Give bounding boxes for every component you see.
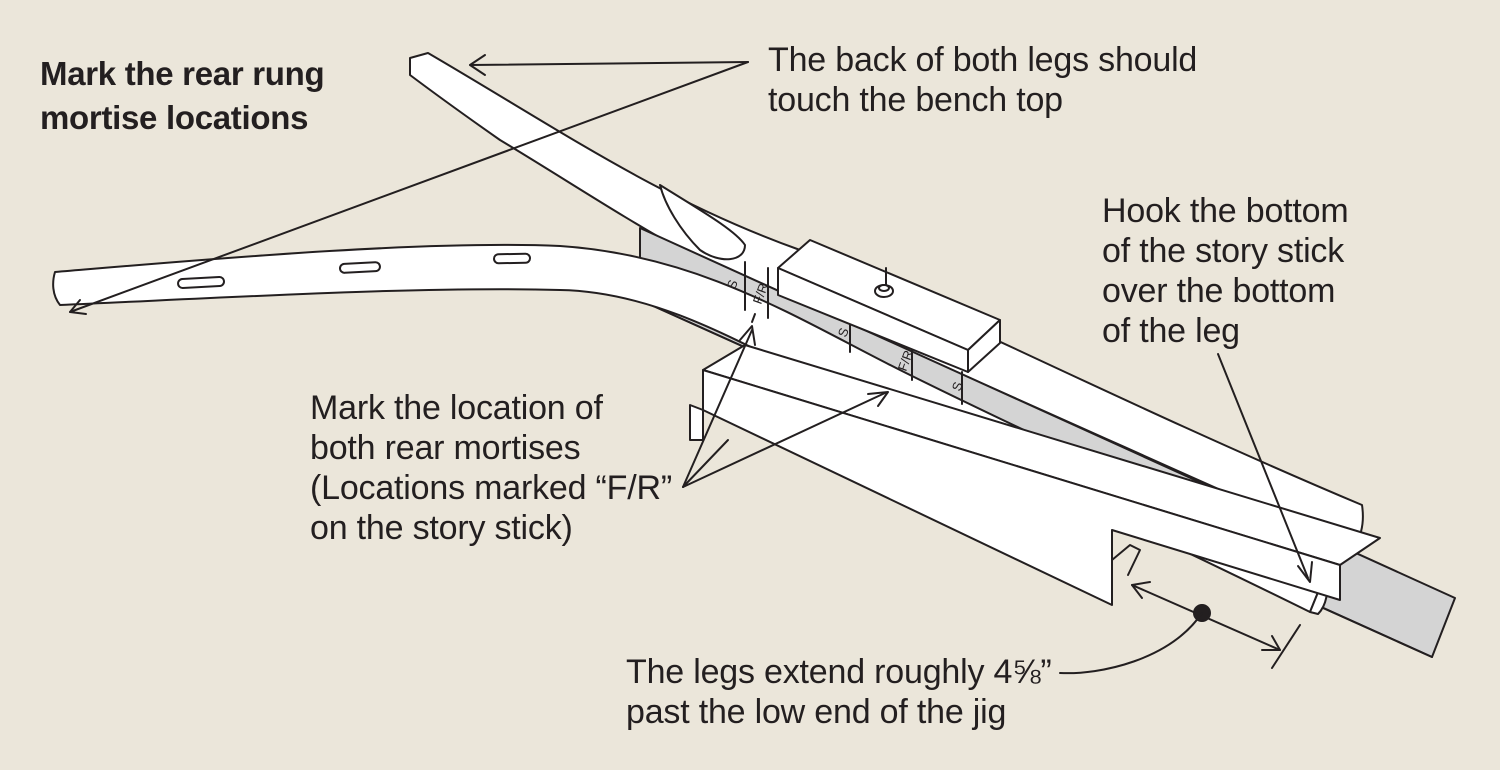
callout-mark-line-3: (Locations marked “F/R” [310,469,672,507]
back-leg-flat-face [659,184,746,261]
bench-top-leader-arrows [69,54,749,315]
callout-hook-story-stick: Hook the bottom of the story stick over … [1102,191,1349,351]
callout-bench-top: The back of both legs should touch the b… [768,40,1197,120]
callout-mark-line-4: on the story stick) [310,509,573,547]
stick-mark-fr-2: F/R [895,348,916,373]
diagram-title: Mark the rear rung mortise locations [40,52,325,140]
callout-leg-extension: The legs extend roughly 4⅝” past the low… [626,652,1052,732]
stick-mark-fr-1: F/R [750,281,771,306]
mortise-3 [493,252,532,265]
clamp-block-end [967,319,1001,373]
callout-hook-line-2: of the story stick [1102,232,1345,270]
mortise-location-leader-arrows [682,313,889,488]
callout-hook-line-4: of the leg [1102,312,1240,350]
callout-extend-line-2: past the low end of the jig [626,693,1007,731]
callout-mark-line-2: both rear mortises [310,429,581,467]
callout-hook-line-3: over the bottom [1102,272,1336,310]
title-line-2: mortise locations [40,99,309,136]
jig-block-side [689,404,704,441]
clamp-knob-icon [874,267,894,298]
mortise-2 [338,261,381,274]
title-line-1: Mark the rear rung [40,55,325,92]
mortise-1 [177,276,226,289]
jig-notch [1111,544,1141,576]
hook-leader-arrow [1217,353,1313,583]
callout-mark-line-1: Mark the location of [310,389,603,427]
callout-extend-line-1: The legs extend roughly 4⅝” [626,653,1052,691]
extension-dimension [1059,581,1301,675]
callout-hook-line-1: Hook the bottom [1102,192,1349,230]
callout-bench-top-line-1: The back of both legs should [768,41,1198,79]
callout-mark-mortises: Mark the location of both rear mortises … [310,388,672,548]
callout-bench-top-line-2: touch the bench top [768,81,1063,119]
